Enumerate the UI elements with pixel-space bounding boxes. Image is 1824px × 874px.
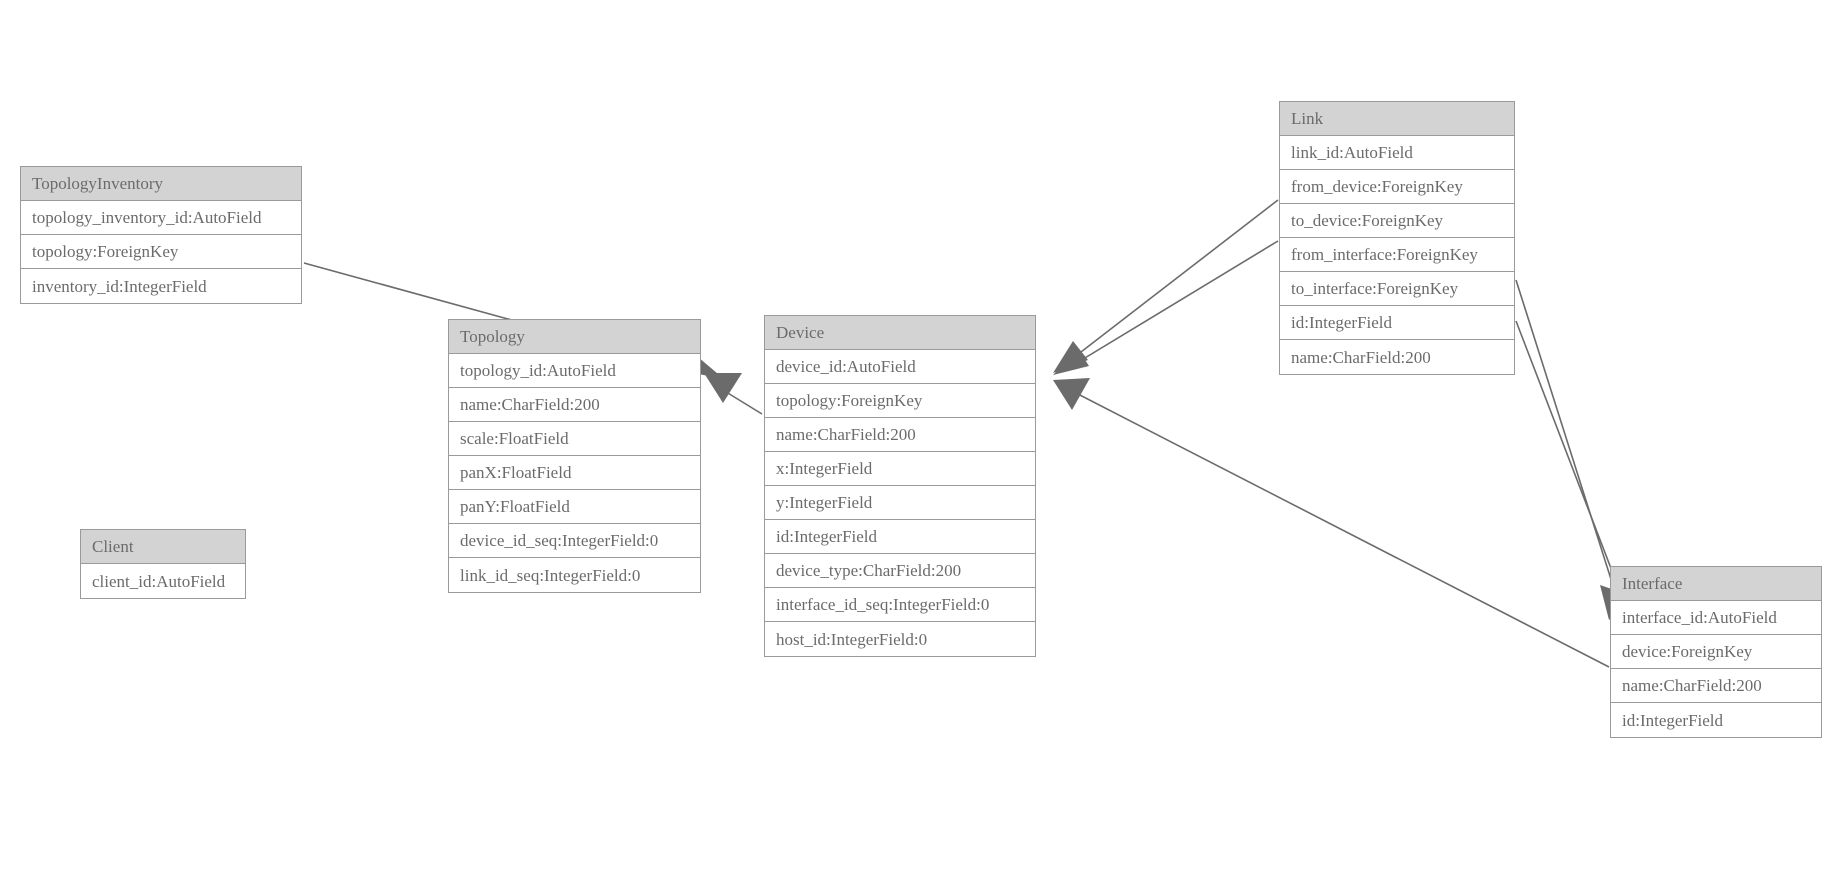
relationship-interface-device — [1053, 378, 1610, 668]
entity-device[interactable]: Device device_id:AutoField topology:Fore… — [764, 315, 1036, 657]
entity-title: TopologyInventory — [21, 167, 301, 201]
entity-field: name:CharField:200 — [1280, 340, 1514, 374]
entity-title: Topology — [449, 320, 700, 354]
entity-field: id:IntegerField — [765, 520, 1035, 554]
entity-title: Interface — [1611, 567, 1821, 601]
entity-field: id:IntegerField — [1611, 703, 1821, 737]
entity-field: to_device:ForeignKey — [1280, 204, 1514, 238]
entity-field: client_id:AutoField — [81, 564, 245, 598]
entity-field: panX:FloatField — [449, 456, 700, 490]
entity-topology[interactable]: Topology topology_id:AutoField name:Char… — [448, 319, 701, 593]
entity-interface[interactable]: Interface interface_id:AutoField device:… — [1610, 566, 1822, 738]
entity-field: topology_inventory_id:AutoField — [21, 201, 301, 235]
entity-field: from_interface:ForeignKey — [1280, 238, 1514, 272]
entity-title: Link — [1280, 102, 1514, 136]
entity-title: Client — [81, 530, 245, 564]
entity-field: host_id:IntegerField:0 — [765, 622, 1035, 656]
entity-title: Device — [765, 316, 1035, 350]
entity-link[interactable]: Link link_id:AutoField from_device:Forei… — [1279, 101, 1515, 375]
relationship-device-topology — [704, 373, 763, 415]
entity-field: topology_id:AutoField — [449, 354, 700, 388]
entity-field: inventory_id:IntegerField — [21, 269, 301, 303]
entity-field: to_interface:ForeignKey — [1280, 272, 1514, 306]
relationship-link-to-interface — [1515, 320, 1623, 598]
entity-field: device:ForeignKey — [1611, 635, 1821, 669]
entity-field: from_device:ForeignKey — [1280, 170, 1514, 204]
entity-field: device_id:AutoField — [765, 350, 1035, 384]
entity-topology-inventory[interactable]: TopologyInventory topology_inventory_id:… — [20, 166, 302, 304]
entity-field: id:IntegerField — [1280, 306, 1514, 340]
entity-client[interactable]: Client client_id:AutoField — [80, 529, 246, 599]
entity-field: name:CharField:200 — [765, 418, 1035, 452]
relationship-link-from-device — [1053, 199, 1279, 373]
entity-field: interface_id_seq:IntegerField:0 — [765, 588, 1035, 622]
entity-field: interface_id:AutoField — [1611, 601, 1821, 635]
entity-field: device_id_seq:IntegerField:0 — [449, 524, 700, 558]
relationship-link-to-device — [1053, 240, 1279, 375]
entity-field: topology:ForeignKey — [21, 235, 301, 269]
entity-field: name:CharField:200 — [1611, 669, 1821, 703]
entity-field: link_id_seq:IntegerField:0 — [449, 558, 700, 592]
entity-field: topology:ForeignKey — [765, 384, 1035, 418]
entity-field: scale:FloatField — [449, 422, 700, 456]
entity-field: x:IntegerField — [765, 452, 1035, 486]
entity-field: name:CharField:200 — [449, 388, 700, 422]
entity-field: y:IntegerField — [765, 486, 1035, 520]
entity-field: panY:FloatField — [449, 490, 700, 524]
entity-field: link_id:AutoField — [1280, 136, 1514, 170]
entity-field: device_type:CharField:200 — [765, 554, 1035, 588]
